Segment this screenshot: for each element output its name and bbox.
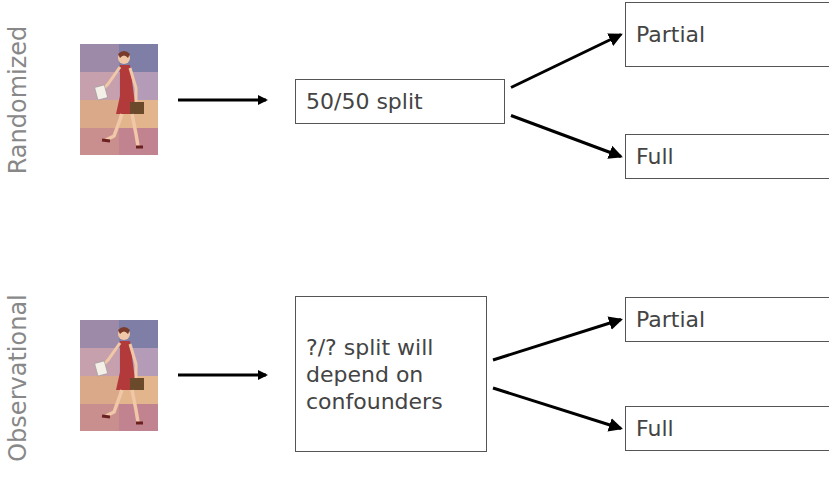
box-label: 50/50 split [296, 81, 504, 122]
box-label: ?/? split will depend on confounders [296, 327, 486, 422]
input-arrow [178, 99, 266, 102]
process-box: 50/50 split [295, 79, 505, 124]
arrow-connector [511, 35, 621, 88]
process-box: Full [625, 406, 829, 451]
arrow-connector [493, 320, 621, 361]
process-box: Partial [625, 2, 829, 67]
section-label: Randomized [4, 26, 32, 175]
section-label: Observational [4, 294, 32, 462]
box-label: Full [626, 136, 829, 177]
person-clipart [80, 320, 158, 431]
arrow-connector [511, 116, 621, 157]
process-box: Full [625, 134, 829, 179]
box-label: Full [626, 408, 829, 449]
arrow-connector [493, 388, 621, 429]
box-label: Partial [626, 299, 829, 340]
process-box: ?/? split will depend on confounders [295, 296, 487, 452]
input-arrow [178, 374, 266, 377]
person-clipart [80, 44, 158, 155]
box-label: Partial [626, 14, 829, 55]
process-box: Partial [625, 297, 829, 342]
